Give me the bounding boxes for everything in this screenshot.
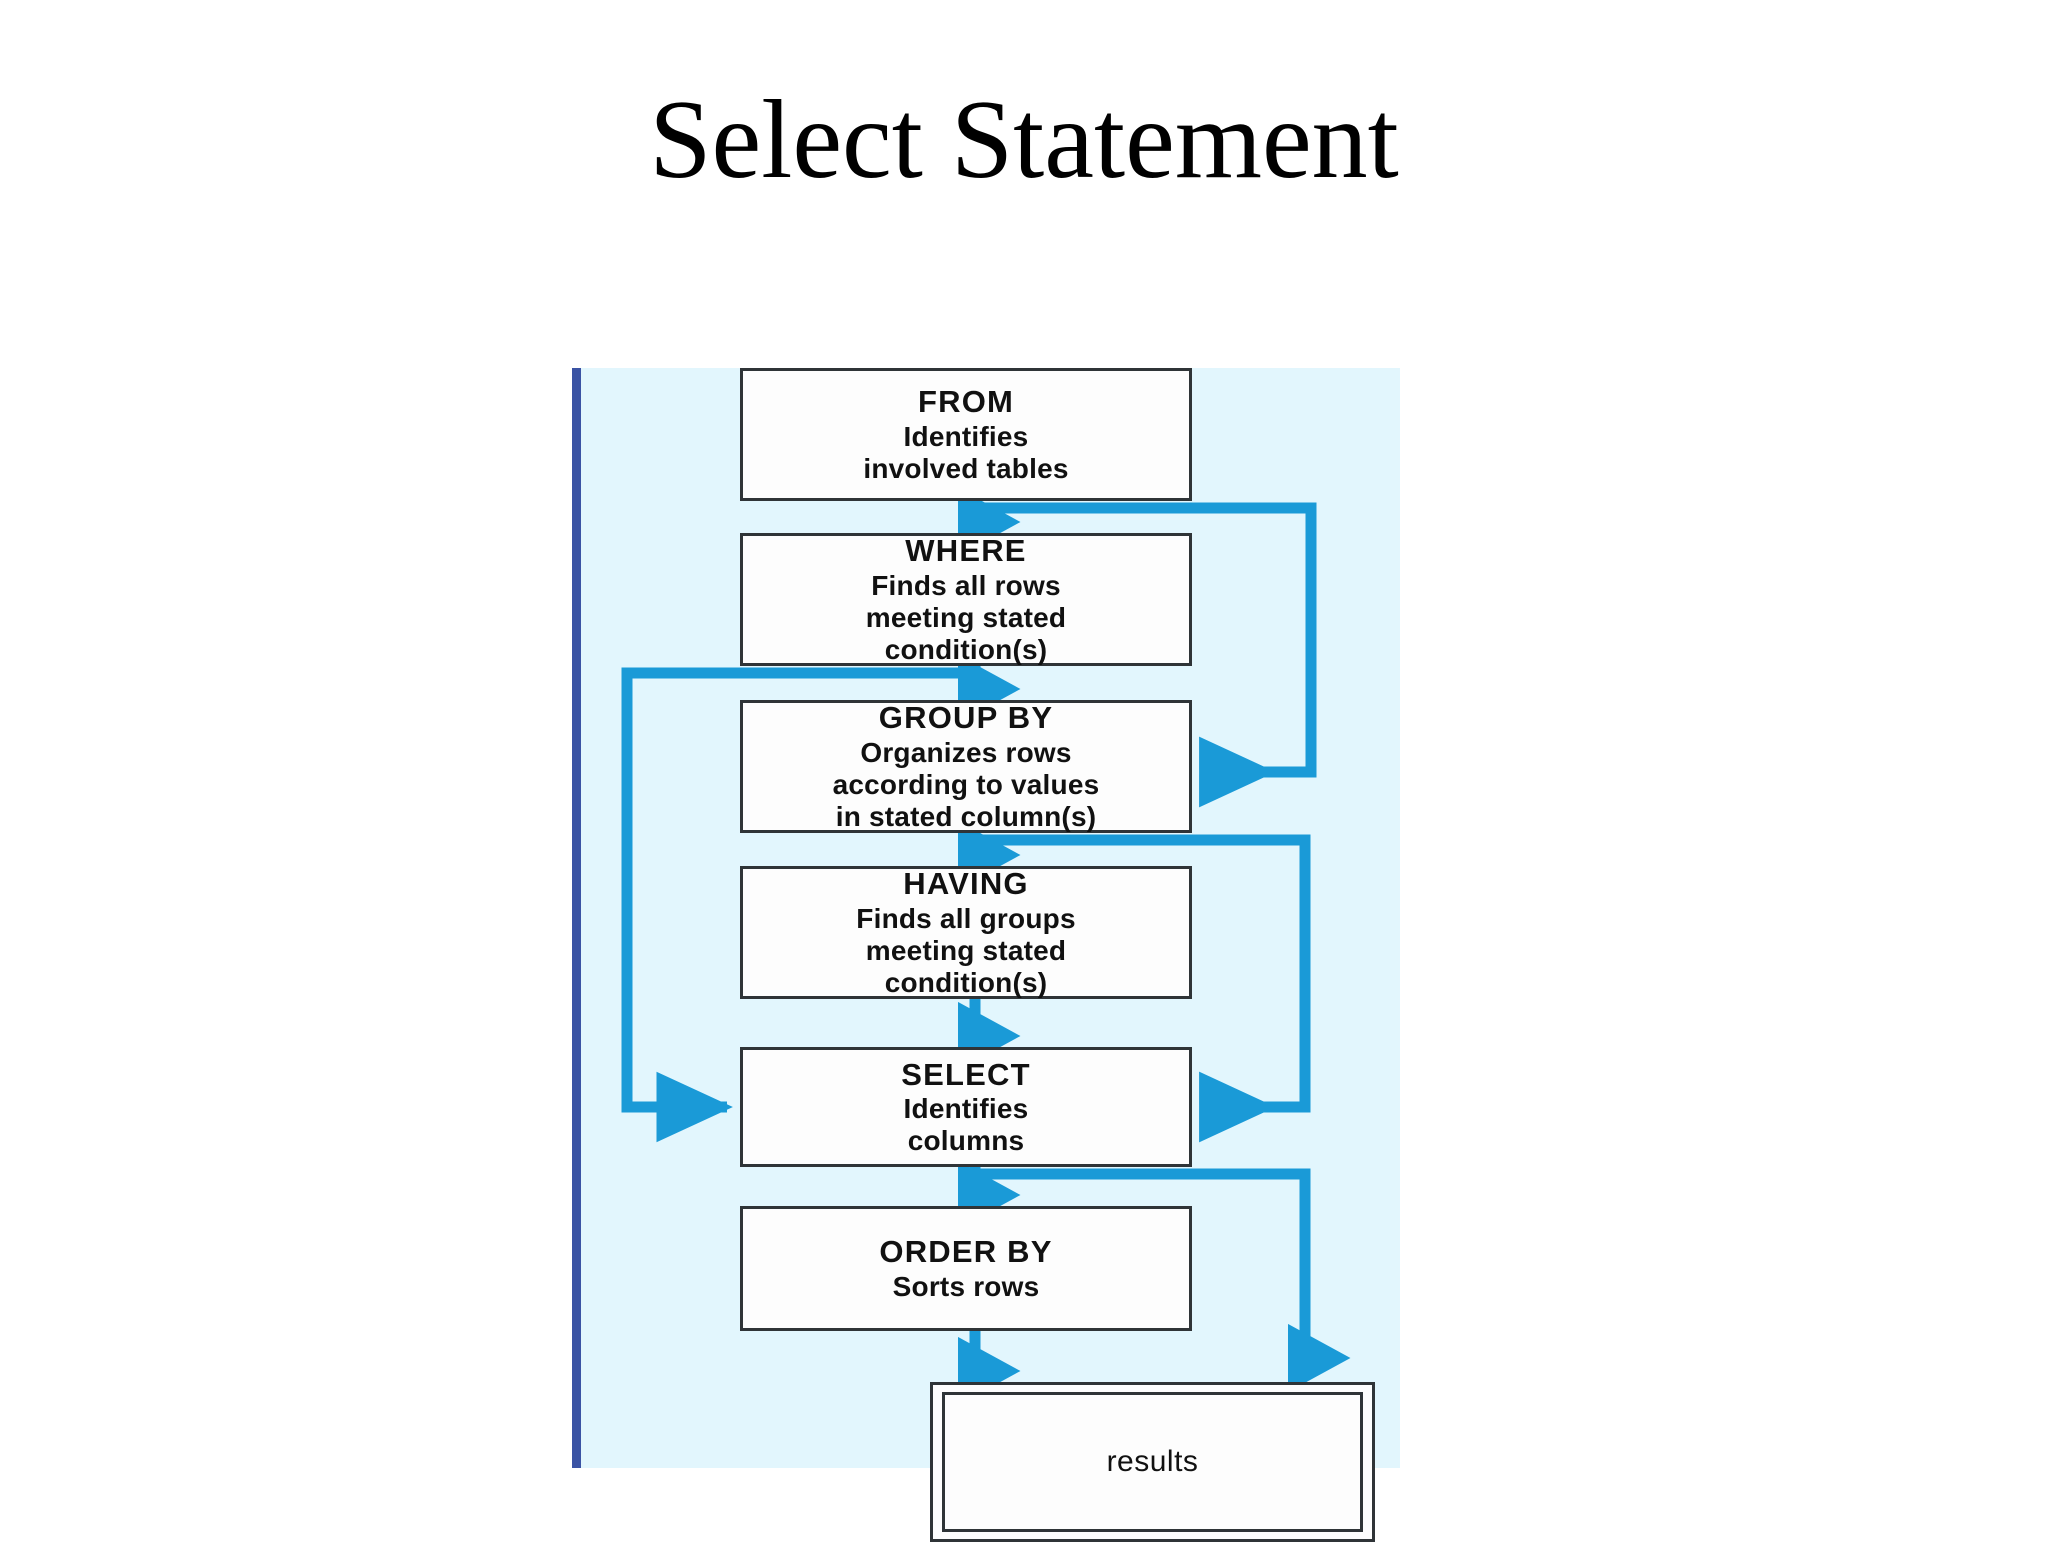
flow-node-results: results (942, 1392, 1363, 1532)
flow-node-from-keyword: FROM (917, 384, 1015, 420)
flow-node-from-line-1: Identifies (903, 420, 1029, 452)
flow-node-order-by-keyword: ORDER BY (879, 1234, 1053, 1270)
flow-node-from-line-2: involved tables (863, 452, 1069, 484)
flow-node-group-by-line-1: Organizes rows (860, 736, 1072, 768)
flow-node-select: SELECT Identifies columns (740, 1047, 1192, 1167)
flow-node-having-keyword: HAVING (903, 866, 1029, 902)
flow-node-group-by: GROUP BY Organizes rows according to val… (740, 700, 1192, 833)
flow-node-group-by-line-2: according to values (832, 768, 1100, 800)
flow-node-having: HAVING Finds all groups meeting stated c… (740, 866, 1192, 999)
flow-node-select-line-2: columns (907, 1125, 1025, 1157)
flow-node-order-by-line-1: Sorts rows (892, 1270, 1040, 1302)
flow-node-group-by-keyword: GROUP BY (878, 700, 1054, 736)
flow-node-results-label: results (1106, 1445, 1199, 1478)
flow-node-select-keyword: SELECT (901, 1056, 1031, 1092)
flow-node-having-line-3: condition(s) (884, 966, 1048, 998)
flow-node-from: FROM Identifies involved tables (740, 368, 1192, 501)
panel-left-accent-bar (572, 368, 581, 1468)
flow-node-where-keyword: WHERE (905, 533, 1027, 569)
flow-node-where-line-1: Finds all rows (871, 569, 1061, 601)
flow-node-select-line-1: Identifies (903, 1093, 1029, 1125)
page-title: Select Statement (649, 78, 1399, 202)
flow-node-group-by-line-3: in stated column(s) (835, 800, 1097, 832)
flow-node-order-by: ORDER BY Sorts rows (740, 1206, 1192, 1331)
flow-node-where: WHERE Finds all rows meeting stated cond… (740, 533, 1192, 666)
flow-node-having-line-1: Finds all groups (856, 902, 1076, 934)
flow-node-where-line-3: condition(s) (884, 633, 1048, 665)
flow-node-where-line-2: meeting stated (865, 601, 1067, 633)
flow-node-having-line-2: meeting stated (865, 934, 1067, 966)
